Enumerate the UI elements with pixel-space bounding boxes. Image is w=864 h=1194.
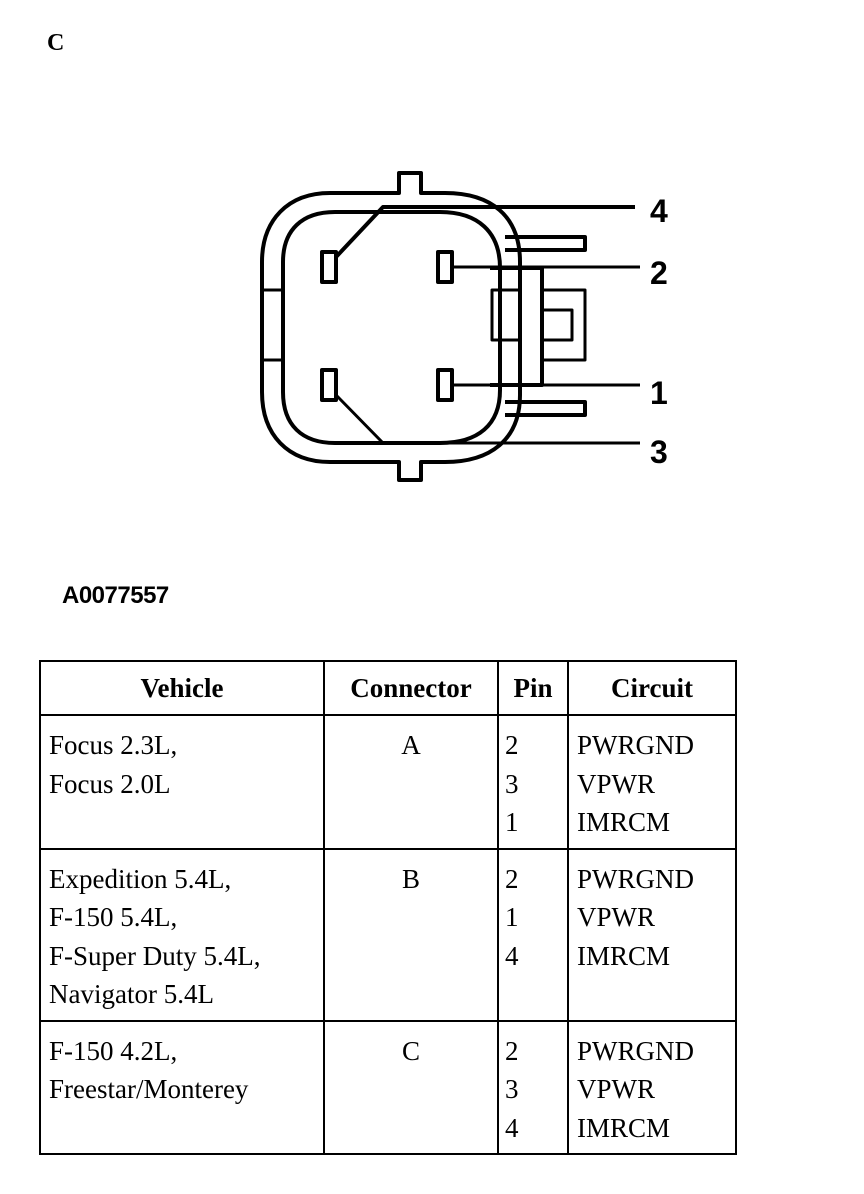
vehicle-line: F-Super Duty 5.4L, [49, 940, 261, 971]
table-header-row: Vehicle Connector Pin Circuit [39, 660, 737, 716]
vehicle-line: F-150 4.2L, [49, 1035, 178, 1066]
pin-table: Vehicle Connector Pin Circuit Focus 2.3L… [39, 660, 737, 1155]
pin-cell: 2 3 1 [497, 714, 569, 850]
terminal-3 [320, 368, 338, 402]
pin-value: 2 [505, 863, 519, 894]
pin-value: 3 [505, 768, 519, 799]
pin-value: 3 [505, 1074, 519, 1104]
table-row: Focus 2.3L, Focus 2.0L A 2 3 1 PWRGND VP… [39, 714, 737, 850]
latch-body [490, 266, 544, 387]
vehicle-line: Focus 2.0L [49, 768, 171, 799]
latch-rail-bottom [505, 400, 587, 417]
pin-value: 2 [505, 1035, 519, 1066]
header-pin: Pin [497, 660, 569, 716]
connector-housing-outer [260, 171, 522, 482]
pin-value: 2 [505, 730, 519, 760]
pin-value: 1 [505, 902, 519, 932]
pin-number-4: 4 [650, 193, 668, 229]
connector-housing-inner [281, 210, 502, 445]
vehicle-line: F-150 5.4L, [49, 902, 178, 932]
table-row: F-150 4.2L, Freestar/Monterey C 2 3 4 PW… [39, 1019, 737, 1155]
circuit-cell: PWRGND VPWR IMRCM [567, 1019, 737, 1155]
pin-value: 4 [505, 1112, 519, 1143]
connector-diagram: 4 2 1 3 [260, 171, 668, 482]
circuit-cell: PWRGND VPWR IMRCM [567, 714, 737, 850]
circuit-value: VPWR [577, 1074, 656, 1104]
pin-value: 1 [505, 807, 519, 837]
terminal-1 [436, 368, 454, 402]
header-circuit: Circuit [567, 660, 737, 716]
panel-label: C [47, 30, 65, 56]
vehicle-line: Focus 2.3L, [49, 730, 178, 760]
lead-4 [334, 205, 635, 259]
latch-rail-top [505, 235, 587, 252]
terminal-2 [436, 250, 454, 284]
circuit-cell: PWRGND VPWR IMRCM [567, 847, 737, 1022]
table-row: Expedition 5.4L, F-150 5.4L, F-Super Dut… [39, 847, 737, 1022]
circuit-value: VPWR [577, 768, 656, 799]
circuit-value: IMRCM [577, 940, 671, 971]
vehicle-cell: F-150 4.2L, Freestar/Monterey [39, 1019, 325, 1155]
pin-number-2: 2 [650, 255, 668, 291]
pin-number-1: 1 [650, 375, 668, 411]
pin-number-3: 3 [650, 434, 668, 470]
connector-cell: C [323, 1019, 499, 1155]
circuit-value: VPWR [577, 902, 656, 932]
vehicle-cell: Expedition 5.4L, F-150 5.4L, F-Super Dut… [39, 847, 325, 1022]
figure-id: A0077557 [62, 582, 169, 609]
pin-cell: 2 3 4 [497, 1019, 569, 1155]
circuit-value: IMRCM [577, 1112, 671, 1143]
connector-cell: B [323, 847, 499, 1022]
pin-value: 4 [505, 940, 519, 971]
circuit-value: PWRGND [577, 1035, 695, 1066]
connector-cell: A [323, 714, 499, 850]
terminal-4 [320, 250, 338, 284]
pin-cell: 2 1 4 [497, 847, 569, 1022]
lead-3 [334, 393, 640, 445]
circuit-value: PWRGND [577, 863, 695, 894]
vehicle-line: Expedition 5.4L, [49, 863, 232, 894]
header-connector: Connector [323, 660, 499, 716]
circuit-value: IMRCM [577, 807, 671, 837]
vehicle-line: Navigator 5.4L [49, 979, 214, 1009]
circuit-value: PWRGND [577, 730, 695, 760]
vehicle-cell: Focus 2.3L, Focus 2.0L [39, 714, 325, 850]
vehicle-line: Freestar/Monterey [49, 1074, 249, 1104]
header-vehicle: Vehicle [39, 660, 325, 716]
